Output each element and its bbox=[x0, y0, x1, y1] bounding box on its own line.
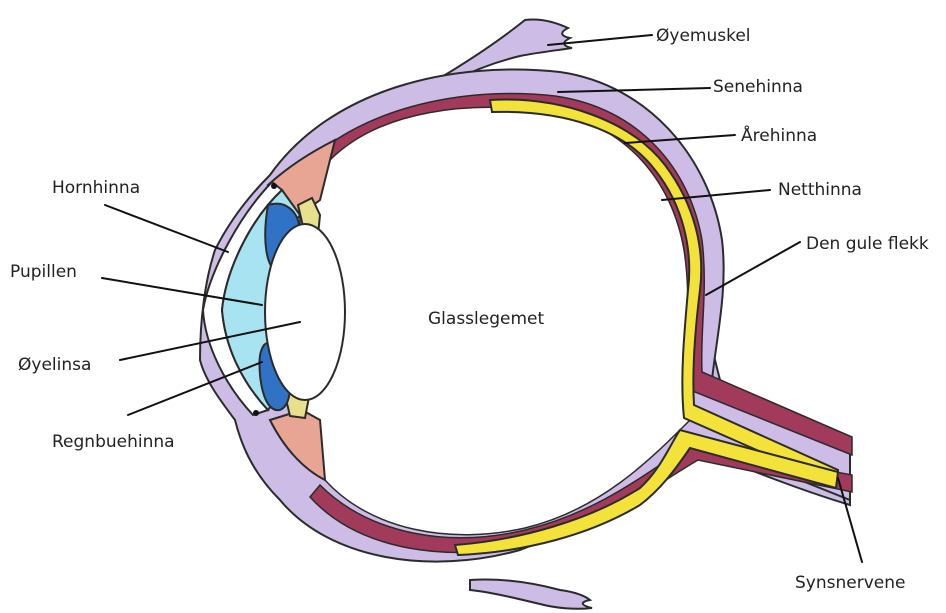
label-den-gule-flekk: Den gule flekk bbox=[806, 234, 929, 254]
lens bbox=[265, 224, 345, 400]
label-regnbuehinna: Regnbuehinna bbox=[52, 432, 175, 452]
cornea-dot-bottom bbox=[253, 410, 259, 416]
label-arehinna: Årehinna bbox=[741, 124, 817, 146]
label-glasslegemet: Glasslegemet bbox=[428, 309, 544, 329]
label-oyelinsa: Øyelinsa bbox=[18, 355, 91, 375]
label-senehinna: Senehinna bbox=[713, 77, 803, 97]
label-synsnervene: Synsnervene bbox=[795, 573, 905, 593]
label-netthinna: Netthinna bbox=[778, 180, 862, 200]
eye-muscle-bottom bbox=[470, 579, 592, 608]
cornea-dot-top bbox=[271, 183, 277, 189]
label-pupillen: Pupillen bbox=[10, 262, 77, 282]
leader-hornhinna bbox=[105, 205, 228, 252]
label-hornhinna: Hornhinna bbox=[52, 178, 140, 198]
label-oyemuskel: Øyemuskel bbox=[656, 26, 751, 46]
